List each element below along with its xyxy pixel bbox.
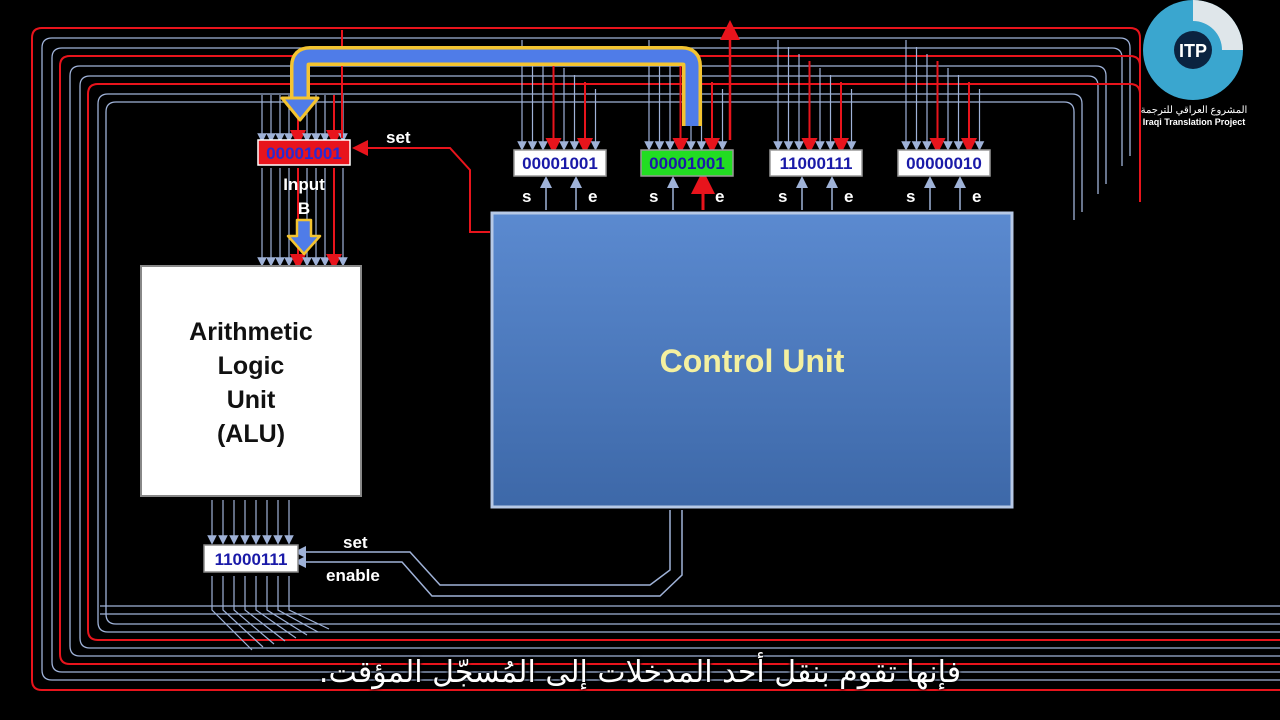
register-box bbox=[769, 149, 863, 177]
bus-loop-wire bbox=[79, 75, 1280, 649]
alu-label-line1: Arithmetic bbox=[189, 318, 313, 346]
register-e-label: e bbox=[715, 187, 724, 206]
bus-loop-wire bbox=[87, 83, 1280, 641]
subtitle-caption: فإنها تقوم بنقل أحد المدخلات إلى المُسجّ… bbox=[318, 655, 962, 690]
alu-label-line2: Logic bbox=[218, 352, 285, 380]
register-s-label: s bbox=[522, 187, 531, 206]
temp-out-wire bbox=[277, 576, 319, 633]
bus-loop-wire bbox=[69, 65, 1280, 657]
register-s-label: s bbox=[778, 187, 787, 206]
bus-loop-wire bbox=[31, 27, 1280, 691]
logo-english-name: Iraqi Translation Project bbox=[1143, 117, 1246, 127]
register-value: 00000010 bbox=[906, 154, 982, 173]
bus-loop-wire bbox=[51, 47, 1280, 673]
register-e-label: e bbox=[972, 187, 981, 206]
temp-out-wire bbox=[244, 576, 286, 642]
register-box bbox=[897, 149, 991, 177]
register: 11000111 bbox=[769, 149, 863, 177]
input-b-register: 00001001 bbox=[257, 139, 351, 166]
temp-out-wire bbox=[266, 576, 308, 636]
register-e-label: e bbox=[844, 187, 853, 206]
alu-output-wires bbox=[207, 500, 330, 651]
control-unit-block: Control Unit bbox=[490, 211, 1014, 509]
bus-loop-wire bbox=[97, 93, 1280, 633]
register-s-label: s bbox=[649, 187, 658, 206]
temp-out-wire bbox=[255, 576, 297, 639]
bus-transfer-arrow bbox=[280, 46, 702, 126]
input-b-label-line1: Input bbox=[283, 175, 325, 194]
temp-register: 11000111 bbox=[203, 544, 299, 573]
alu-label-line3: Unit bbox=[227, 386, 276, 414]
input-b-set-wire bbox=[352, 140, 490, 233]
temp-out-wire bbox=[233, 576, 275, 645]
temp-out-wire bbox=[288, 576, 330, 630]
register-s-label: s bbox=[906, 187, 915, 206]
input-b-label-line2: B bbox=[298, 199, 310, 218]
temp-out-wire bbox=[211, 576, 253, 651]
register: 00001001 bbox=[513, 149, 607, 177]
logo-arc-icon bbox=[1193, 0, 1243, 50]
itp-logo: ITP المشروع العراقي للترجمة Iraqi Transl… bbox=[1141, 0, 1248, 127]
logo-initials: ITP bbox=[1179, 41, 1207, 61]
temp-set-wire bbox=[294, 510, 671, 586]
bus-loop-wire bbox=[105, 101, 1280, 625]
data-bus-wires bbox=[31, 27, 1280, 691]
temp-set-label: set bbox=[343, 533, 368, 552]
bus-loop-wire bbox=[59, 55, 1280, 665]
register-value: 00001001 bbox=[649, 154, 725, 173]
input-b-set-label: set bbox=[386, 128, 411, 147]
input-b-value: 00001001 bbox=[266, 144, 342, 163]
temp-register-value: 11000111 bbox=[215, 550, 288, 569]
register-e-label: e bbox=[588, 187, 597, 206]
register-value: 00001001 bbox=[522, 154, 598, 173]
temp-enable-label: enable bbox=[326, 566, 380, 585]
register-box bbox=[513, 149, 607, 177]
register-box bbox=[640, 149, 734, 177]
logo-arabic-name: المشروع العراقي للترجمة bbox=[1141, 105, 1248, 116]
register: 00000010 bbox=[897, 149, 991, 177]
bus-loop-wire bbox=[41, 37, 1280, 681]
alu-label-line4: (ALU) bbox=[217, 420, 285, 448]
temp-out-wire bbox=[222, 576, 264, 648]
alu-block: Arithmetic Logic Unit (ALU) bbox=[140, 265, 362, 497]
temp-enable-wire bbox=[294, 510, 683, 597]
register-bank: 00001001 00001001 11000111 00000010 bbox=[513, 149, 991, 177]
register-value: 11000111 bbox=[780, 154, 853, 173]
register: 00001001 bbox=[640, 149, 734, 177]
input-b-down-arrow bbox=[286, 218, 322, 256]
control-unit-label: Control Unit bbox=[660, 343, 845, 379]
